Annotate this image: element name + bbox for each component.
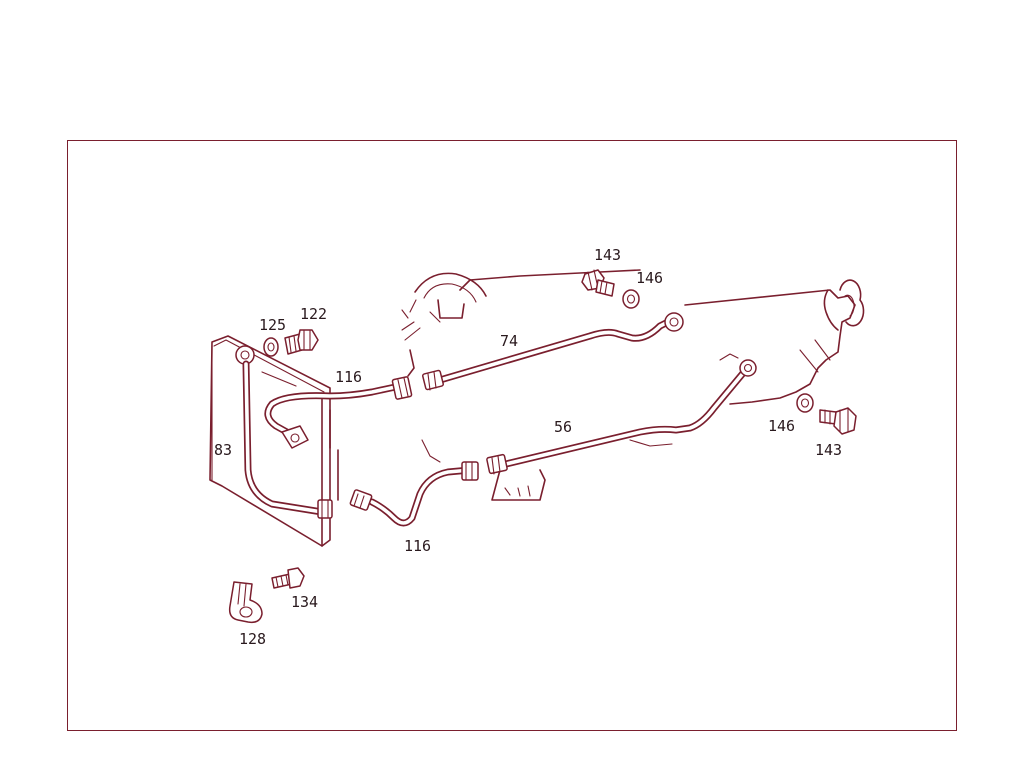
seal-ring-125[interactable] [263, 337, 279, 357]
label-134: 134 [291, 593, 318, 611]
label-83: 83 [214, 441, 232, 459]
label-146-upper: 146 [636, 269, 663, 287]
oil-pipe-116-lower[interactable] [349, 461, 479, 527]
label-125: 125 [259, 316, 286, 334]
banjo-bolt-143-lower[interactable] [819, 407, 857, 435]
label-146-lower: 146 [768, 417, 795, 435]
label-143-lower: 143 [815, 441, 842, 459]
part-labels: 83 125 122 116 74 143 146 56 146 143 116… [214, 246, 842, 648]
oil-cooler-83[interactable] [209, 335, 331, 547]
oil-line-56[interactable] [486, 353, 757, 475]
cooler-return-pipe [242, 360, 333, 519]
label-116-lower: 116 [404, 537, 431, 555]
transmission-housing [261, 269, 865, 501]
label-56: 56 [554, 418, 572, 436]
oil-pipe-116-upper[interactable] [264, 376, 413, 449]
label-128: 128 [239, 630, 266, 648]
label-122: 122 [300, 305, 327, 323]
label-116-upper: 116 [335, 368, 362, 386]
banjo-bolt-122[interactable] [284, 329, 319, 355]
pipe-clamp-128[interactable] [228, 581, 263, 624]
seal-ring-146-lower[interactable] [796, 393, 814, 413]
diagram-frame [67, 140, 957, 731]
oil-line-74[interactable] [422, 312, 684, 391]
seal-ring-146-upper[interactable] [622, 289, 640, 309]
banjo-bolt-143-upper[interactable] [581, 269, 615, 297]
label-74: 74 [500, 332, 518, 350]
screw-134[interactable] [271, 567, 305, 589]
label-143-upper: 143 [594, 246, 621, 264]
